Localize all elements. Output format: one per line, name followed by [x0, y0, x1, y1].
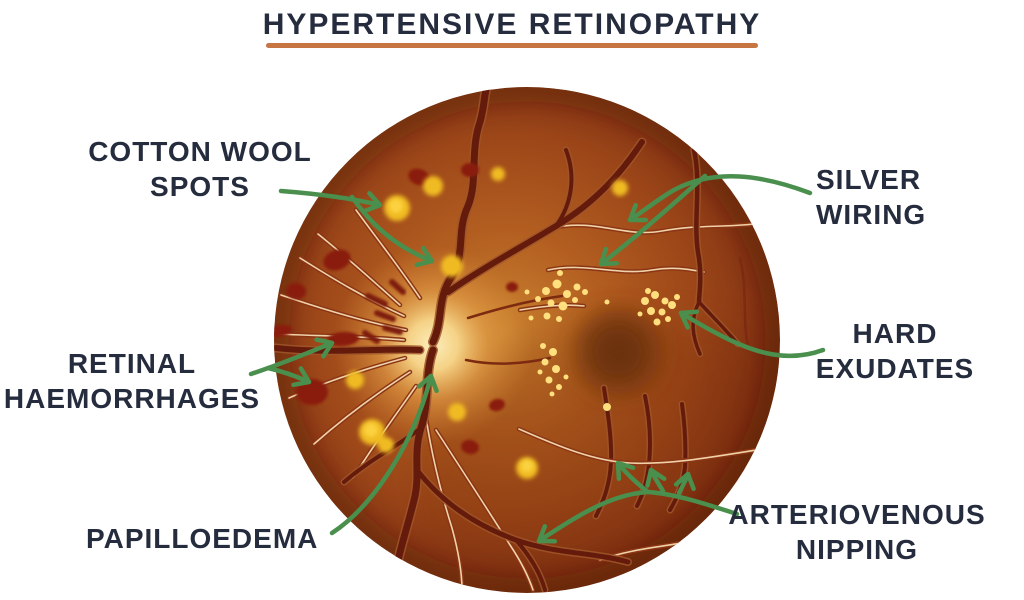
arteriovenous-nipping-arrow-up-1	[615, 460, 651, 495]
label-line: COTTON WOOL	[88, 136, 312, 167]
label-line: HARD	[852, 318, 938, 349]
label-retinal-haemorrhages: RETINAL HAEMORRHAGES	[2, 346, 262, 416]
retinal-haemorrhage-blobs	[274, 163, 518, 455]
arteriovenous-nipping-arrow-up-2	[645, 467, 667, 494]
cotton-wool-spots-arrow-2	[349, 194, 435, 268]
retinal-haemorrhages-arrow-1	[248, 337, 335, 377]
fundus-rim-shadow	[274, 87, 780, 593]
retinal-haemorrhages-arrow-2	[265, 365, 312, 388]
label-line: WIRING	[816, 199, 927, 230]
label-silver-wiring: SILVER WIRING	[816, 162, 996, 232]
label-line: EXUDATES	[815, 353, 975, 384]
label-line: SPOTS	[150, 171, 250, 202]
arteriovenous-nipping-arrow-up-3	[673, 471, 696, 496]
label-line: HAEMORRHAGES	[3, 383, 261, 414]
label-line: NIPPING	[795, 534, 919, 565]
annotation-arrows	[248, 173, 826, 544]
cotton-wool-spots-arrow-1	[278, 188, 383, 214]
label-hard-exudates: HARD EXUDATES	[800, 316, 990, 386]
label-papilloedema: PAPILLOEDEMA	[86, 521, 336, 556]
label-line: PAPILLOEDEMA	[86, 523, 319, 554]
flame-haemorrhages	[362, 279, 406, 344]
label-line: SILVER	[816, 164, 922, 195]
hard-exudate-dots	[524, 270, 680, 411]
label-arteriovenous-nipping: ARTERIOVENOUS NIPPING	[728, 497, 986, 567]
title-underline	[266, 43, 758, 48]
label-cotton-wool-spots: COTTON WOOL SPOTS	[60, 134, 340, 204]
silver-wiring-arrow-2	[598, 173, 708, 267]
silver-wiring-arrow-1	[627, 174, 813, 223]
hard-exudates-arrow	[678, 309, 826, 359]
label-line: ARTERIOVENOUS	[728, 499, 986, 530]
papilloedema-arrow	[329, 373, 439, 536]
page-title: HYPERTENSIVE RETINOPATHY	[262, 8, 762, 41]
label-line: RETINAL	[67, 348, 197, 379]
cotton-wool-spot-highlights	[364, 199, 533, 472]
macula	[576, 310, 660, 394]
